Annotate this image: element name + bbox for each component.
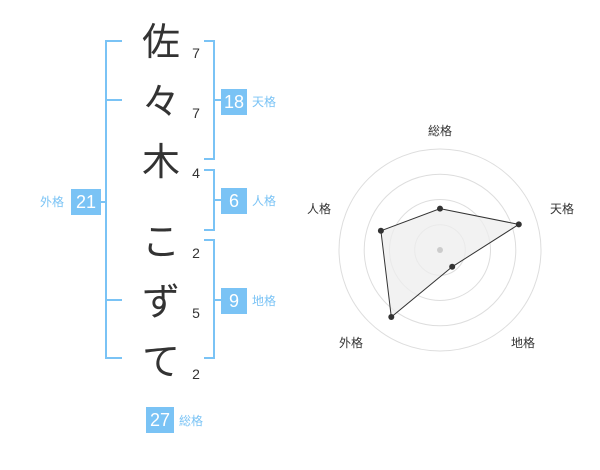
radar-ring-4 (338, 148, 542, 352)
stroke-count-3: 4 (192, 165, 200, 181)
radar-label-jinkaku: 人格 (307, 202, 332, 216)
name-char-6: て (141, 340, 180, 384)
stroke-count-6: 2 (192, 366, 200, 382)
gaikaku-bracket (105, 40, 122, 359)
jinkaku-label: 人格 (252, 194, 277, 208)
radar-label-soukaku: 総格 (428, 124, 453, 138)
radar-center-dot (437, 247, 443, 253)
soukaku-badge: 27 (146, 407, 174, 433)
radar-label-tenkaku: 天格 (550, 202, 575, 216)
name-char-2: 々 (141, 80, 180, 124)
radar-point-jinkaku (377, 227, 384, 234)
name-char-4: こ (141, 220, 180, 264)
gaikaku-label: 外格 (40, 195, 65, 209)
stroke-count-4: 2 (192, 245, 200, 261)
stroke-count-2: 7 (192, 105, 200, 121)
gaikaku-badge: 21 (71, 189, 101, 215)
radar-point-chikaku (449, 263, 456, 270)
radar-ring-3 (363, 173, 517, 327)
radar-polygon (380, 208, 521, 318)
radar-label-gaikaku: 外格 (339, 336, 364, 350)
radar-point-tenkaku (515, 221, 522, 228)
chikaku-badge: 9 (221, 288, 247, 314)
tenkaku-badge: 18 (221, 89, 247, 115)
stroke-count-5: 5 (192, 305, 200, 321)
radar-point-soukaku (437, 205, 443, 212)
stroke-count-1: 7 (192, 45, 200, 61)
radar-label-chikaku: 地格 (511, 336, 536, 350)
name-char-1: 佐 (141, 20, 180, 64)
jinkaku-badge: 6 (221, 188, 247, 214)
radar-point-gaikaku (388, 314, 395, 320)
chikaku-label: 地格 (252, 294, 277, 308)
name-char-5: ず (141, 280, 180, 324)
soukaku-label: 総格 (179, 414, 204, 428)
name-char-3: 木 (141, 140, 180, 184)
tenkaku-label: 天格 (252, 95, 277, 109)
